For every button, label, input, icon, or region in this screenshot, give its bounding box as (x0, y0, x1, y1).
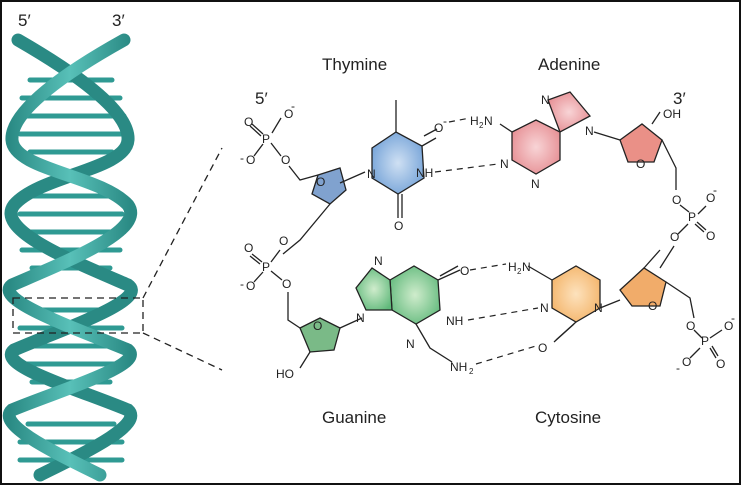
sugar-guanine: O HO (276, 317, 363, 381)
svg-text:2: 2 (479, 121, 484, 130)
svg-text:HO: HO (276, 367, 294, 381)
svg-text:O: O (246, 153, 255, 167)
svg-text:H: H (470, 114, 479, 128)
svg-text:P: P (262, 132, 270, 146)
helix-3prime-label: 3′ (112, 11, 125, 30)
thymine-label: Thymine (322, 55, 387, 74)
phosphate-right: O O - P O O (659, 183, 717, 269)
svg-text:N: N (406, 337, 415, 351)
svg-text:O: O (279, 234, 288, 248)
svg-text:N: N (540, 301, 549, 315)
svg-text:OH: OH (663, 107, 681, 121)
dna-double-helix (2, 33, 138, 482)
zoom-line-bottom (142, 332, 223, 371)
svg-text:-: - (240, 277, 244, 291)
svg-text:-: - (713, 183, 717, 197)
svg-text:O: O (282, 277, 291, 291)
sugar-cytosine: O (619, 249, 695, 319)
svg-text:NH: NH (416, 166, 433, 180)
hbond-guanine-cytosine-1 (469, 263, 507, 271)
svg-text:2: 2 (517, 267, 522, 276)
svg-text:O: O (281, 153, 290, 167)
svg-text:N: N (484, 114, 493, 128)
guanine-ring: N N N NH O NH 2 (355, 254, 474, 376)
svg-text:N: N (594, 301, 603, 315)
svg-text:N: N (541, 93, 550, 107)
zoom-line-top (142, 147, 223, 299)
svg-text:P: P (688, 210, 696, 224)
svg-text:O: O (394, 219, 403, 233)
svg-text:O: O (313, 319, 322, 333)
hbond-thymine-adenine-1 (448, 117, 471, 123)
svg-text:O: O (706, 191, 715, 205)
cytosine-ring: H 2 N N N O (508, 260, 621, 355)
svg-text:O: O (636, 157, 645, 171)
helix-strand-front (2, 33, 137, 482)
svg-text:NH: NH (450, 360, 467, 374)
svg-text:P: P (701, 334, 709, 348)
hbond-guanine-cytosine-2 (467, 307, 539, 321)
svg-text:O: O (316, 175, 325, 189)
adenine-ring: H 2 N N N N N (470, 91, 621, 191)
svg-text:H: H (508, 260, 517, 274)
svg-text:N: N (356, 311, 365, 325)
svg-text:O: O (538, 341, 547, 355)
svg-text:-: - (731, 311, 735, 325)
svg-text:N: N (374, 254, 383, 268)
sugar-adenine: O OH (619, 107, 681, 190)
adenine-label: Adenine (538, 55, 600, 74)
phosphate-bottom-right: O O - P O - O (676, 311, 735, 375)
svg-text:O: O (682, 355, 691, 369)
svg-text:O: O (460, 264, 469, 278)
phosphate-top-left: O O - P O - O (240, 99, 319, 181)
svg-text:-: - (240, 151, 244, 165)
svg-text:N: N (585, 124, 594, 138)
svg-text:O: O (284, 107, 293, 121)
detail-3prime-label: 3′ (673, 89, 686, 108)
svg-text:O: O (434, 121, 443, 135)
svg-text:O: O (246, 279, 255, 293)
svg-text:O: O (244, 241, 253, 255)
cytosine-label: Cytosine (535, 408, 601, 427)
sugar-thymine: O (282, 167, 366, 255)
zoom-selection-box (12, 297, 144, 334)
svg-text:N: N (522, 260, 531, 274)
helix-5prime-label: 5′ (18, 11, 31, 30)
svg-text:O: O (648, 299, 657, 313)
svg-text:NH: NH (446, 314, 463, 328)
svg-text:P: P (262, 260, 270, 274)
svg-text:2: 2 (469, 367, 474, 376)
detail-5prime-label: 5′ (255, 89, 268, 108)
svg-text:N: N (500, 157, 509, 171)
svg-text:O: O (244, 115, 253, 129)
svg-text:-: - (291, 99, 295, 113)
svg-text:-: - (443, 114, 447, 128)
svg-text:-: - (676, 361, 680, 375)
svg-text:O: O (686, 319, 695, 333)
helix-strand-back (4, 33, 138, 482)
svg-text:O: O (716, 357, 725, 371)
guanine-label: Guanine (322, 408, 386, 427)
phosphate-middle-left: O O P O - O (240, 234, 301, 329)
svg-text:O: O (670, 230, 679, 244)
hbond-thymine-adenine-2 (434, 163, 499, 173)
thymine-ring: N NH O - O (367, 100, 447, 233)
svg-text:N: N (531, 177, 540, 191)
svg-text:O: O (724, 319, 733, 333)
svg-text:O: O (672, 193, 681, 207)
svg-text:N: N (367, 167, 376, 181)
svg-text:O: O (706, 229, 715, 243)
hbond-guanine-cytosine-3 (475, 345, 537, 365)
